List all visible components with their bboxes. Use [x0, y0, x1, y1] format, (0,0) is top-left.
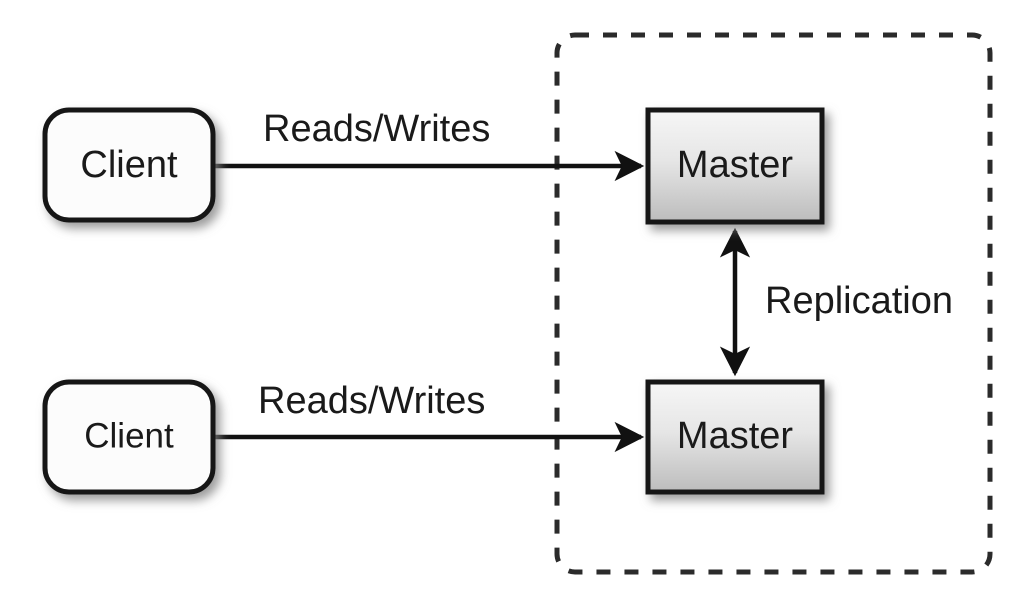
client-bottom-shape — [42, 379, 216, 495]
node-client-top[interactable]: Client — [42, 107, 216, 223]
master-top-label: Master — [677, 144, 793, 186]
replication-boundary — [554, 32, 993, 575]
edge-label-replication: Replication — [765, 280, 953, 322]
node-master-bottom[interactable]: Master — [645, 379, 825, 495]
client-bottom-label: Client — [84, 416, 174, 455]
master-bottom-label: Master — [677, 415, 793, 457]
master-bottom-shape — [645, 379, 825, 495]
master-top-shape — [645, 107, 825, 225]
client-top-shape — [42, 107, 216, 223]
edge-label-reads-writes-bottom: Reads/Writes — [258, 380, 485, 422]
client-top-label: Client — [80, 144, 178, 186]
edge-label-reads-writes-top: Reads/Writes — [263, 108, 490, 150]
node-client-bottom[interactable]: Client — [42, 379, 216, 495]
node-master-top[interactable]: Master — [645, 107, 825, 225]
